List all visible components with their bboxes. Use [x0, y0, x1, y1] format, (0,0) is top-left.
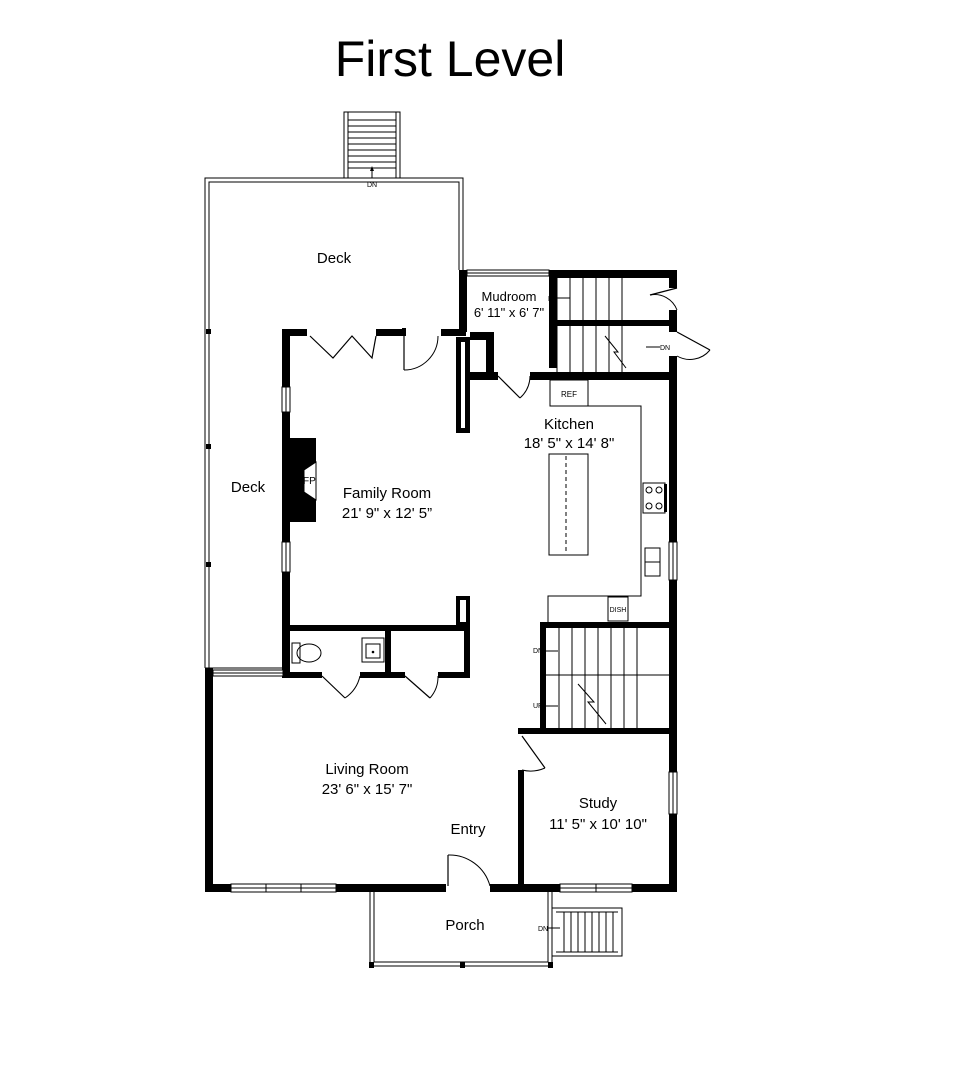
deck-stairs-dn-label: DN — [367, 182, 377, 189]
refrigerator-label: REF — [561, 390, 577, 399]
deck-outline — [204, 177, 464, 669]
deck-stairs: DN — [343, 111, 401, 189]
entry-label: Entry — [450, 821, 486, 838]
main-stairs-dn-label: DN — [533, 648, 543, 655]
mudroom-stairs: DN DN — [548, 278, 670, 372]
porch: DN — [369, 892, 623, 968]
kitchen-dims: 18' 5" x 14' 8" — [524, 435, 615, 452]
kitchen-name: Kitchen — [544, 416, 594, 433]
study-dims: 11' 5" x 10' 10" — [549, 816, 647, 833]
range — [642, 482, 666, 514]
family-room-dims: 21' 9" x 12' 5” — [342, 505, 432, 522]
windows — [212, 269, 678, 893]
mudroom-name: Mudroom — [482, 289, 537, 304]
mudroom-stairs-dn-label: DN — [548, 296, 558, 303]
mudroom-dims: 6' 11" x 6' 7" — [474, 305, 545, 320]
porch-stairs-dn-label: DN — [538, 926, 548, 933]
powder-room-fixtures — [291, 637, 385, 664]
main-stairs: DN UP — [533, 628, 669, 728]
deck-side-label: Deck — [231, 479, 266, 496]
dishwasher-label: DISH — [610, 607, 627, 614]
refrigerator — [549, 379, 589, 407]
family-room-name: Family Room — [343, 485, 431, 502]
doors — [309, 287, 711, 887]
fireplace-label: FP — [303, 476, 316, 487]
kitchen-counters: REF DISH — [547, 379, 667, 622]
page-title: First Level — [335, 31, 566, 87]
deck-top-label: Deck — [317, 250, 352, 267]
living-room-name: Living Room — [325, 761, 408, 778]
basement-stairs-dn-label: DN — [660, 345, 670, 352]
dishwasher — [607, 596, 629, 622]
walls: FP — [205, 270, 677, 892]
kitchen-island — [548, 453, 589, 556]
porch-label: Porch — [445, 917, 484, 934]
study-name: Study — [579, 795, 618, 812]
room-labels: Deck Deck Mudroom 6' 11" x 6' 7" Kitchen… — [231, 250, 647, 934]
main-stairs-up-label: UP — [533, 703, 543, 710]
living-room-dims: 23' 6" x 15' 7" — [322, 781, 413, 798]
